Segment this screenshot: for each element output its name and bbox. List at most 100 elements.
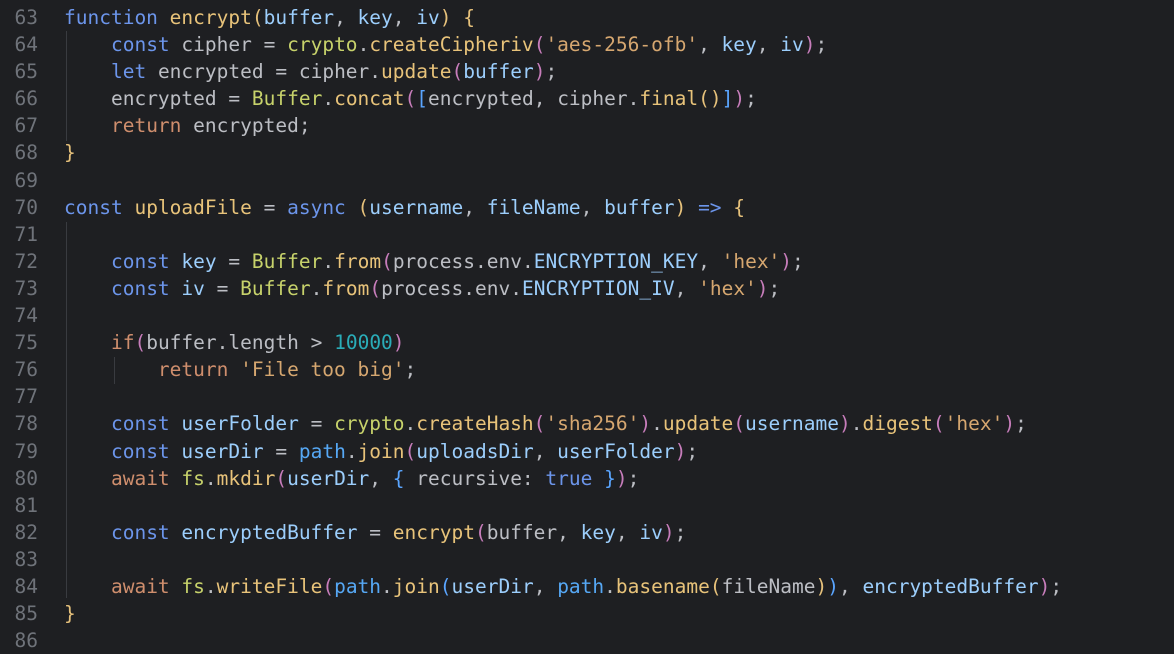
code-token: 'File too big' (240, 358, 405, 382)
code-token: = (298, 412, 335, 436)
code-token: buffer (263, 6, 335, 29)
code-token: , (756, 33, 781, 57)
code-token: Buffer (251, 249, 323, 273)
code-token: iv (416, 6, 440, 29)
code-line[interactable]: 69 (0, 167, 1174, 194)
code-line[interactable]: 66 encrypted = Buffer.concat([encrypted,… (0, 85, 1174, 112)
code-token: = (204, 276, 241, 300)
code-token: iv (181, 276, 205, 300)
code-token: final (639, 87, 699, 111)
code-token: . (475, 249, 487, 273)
code-line[interactable]: 65 let encrypted = cipher.update(buffer)… (0, 58, 1174, 85)
code-text: const uploadFile = async (username, file… (64, 194, 745, 221)
code-line[interactable]: 83 (0, 546, 1174, 573)
code-text: const key = Buffer.from(process.env.ENCR… (64, 248, 804, 275)
code-token: env (486, 249, 522, 273)
code-token: basename (615, 574, 710, 598)
code-token: } (604, 466, 616, 490)
code-token: cipher (557, 87, 628, 111)
code-token: digest (862, 412, 933, 436)
code-line[interactable]: 78 const userFolder = crypto.createHash(… (0, 410, 1174, 437)
code-line[interactable]: 77 (0, 383, 1174, 410)
code-text: } (64, 139, 76, 166)
code-line[interactable]: 79 const userDir = path.join(uploadsDir,… (0, 438, 1174, 465)
code-token: encrypted (428, 87, 534, 111)
code-line[interactable]: 82 const encryptedBuffer = encrypt(buffe… (0, 519, 1174, 546)
indent-guide (66, 222, 67, 598)
code-token: userFolder (557, 439, 675, 463)
line-number: 79 (14, 439, 38, 463)
line-number: 66 (14, 87, 38, 111)
code-line[interactable]: 71 (0, 221, 1174, 248)
code-token: ) (838, 412, 851, 436)
line-number: 83 (14, 547, 38, 571)
code-token: , (463, 195, 487, 219)
code-token (64, 575, 111, 598)
line-number: 78 (14, 412, 38, 436)
code-token: username (745, 412, 839, 436)
code-line[interactable]: 81 (0, 492, 1174, 519)
code-token (686, 196, 698, 219)
code-token: const (110, 412, 182, 436)
code-token: encrypt (392, 520, 475, 544)
code-token (64, 250, 111, 273)
code-text: const userDir = path.join(uploadsDir, us… (64, 438, 698, 465)
code-token: () (698, 87, 722, 111)
code-line[interactable]: 80 await fs.mkdir(userDir, { recursive: … (0, 465, 1174, 492)
code-token: username (369, 195, 464, 219)
code-line[interactable]: 86 (0, 627, 1174, 654)
code-token: encryptedBuffer (181, 520, 358, 544)
code-token: uploadFile (134, 195, 252, 219)
code-token: ( (275, 466, 288, 490)
code-text: const iv = Buffer.from(process.env.ENCRY… (64, 275, 780, 302)
code-token: key (181, 249, 217, 273)
code-token: encrypt (169, 6, 252, 29)
code-line[interactable]: 67 return encrypted; (0, 112, 1174, 139)
code-line[interactable]: 72 const key = Buffer.from(process.env.E… (0, 248, 1174, 275)
code-token: join (392, 574, 440, 598)
code-text: await fs.mkdir(userDir, { recursive: tru… (64, 465, 639, 492)
code-line[interactable]: 84 await fs.writeFile(path.join(userDir,… (0, 573, 1174, 600)
code-token: buffer (146, 331, 217, 355)
code-text: const userFolder = crypto.createHash('sh… (64, 410, 1027, 437)
code-token: key (721, 33, 757, 57)
code-token: path (334, 574, 382, 598)
code-token: ( (357, 195, 370, 219)
code-token: . (357, 33, 370, 57)
code-line[interactable]: 75 if(buffer.length > 10000) (0, 329, 1174, 356)
code-token: . (381, 574, 393, 598)
code-token: , (615, 520, 640, 544)
code-line[interactable]: 74 (0, 302, 1174, 329)
code-token: ) (780, 249, 793, 273)
code-token: . (322, 249, 335, 273)
code-text: return 'File too big'; (64, 356, 416, 383)
code-token: ( (474, 520, 487, 544)
code-token: . (322, 87, 335, 111)
code-token: 'aes-256-ofb' (545, 33, 699, 57)
code-token: ) (1003, 412, 1016, 436)
code-line[interactable]: 85} (0, 600, 1174, 627)
code-token: async (287, 195, 358, 219)
code-token: ) (803, 33, 816, 57)
line-number: 71 (14, 222, 38, 246)
code-token: await (110, 466, 182, 490)
code-token: . (521, 249, 534, 273)
code-token: ) (756, 276, 769, 300)
code-token: = (263, 439, 299, 463)
line-number: 72 (14, 249, 38, 273)
code-token: const (110, 249, 182, 273)
code-token: const (64, 195, 135, 219)
code-token (64, 412, 111, 435)
code-token: ; (674, 520, 687, 544)
code-line[interactable]: 64 const cipher = crypto.createCipheriv(… (0, 31, 1174, 58)
code-line[interactable]: 73 const iv = Buffer.from(process.env.EN… (0, 275, 1174, 302)
code-line[interactable]: 68} (0, 139, 1174, 166)
code-token: ( (439, 574, 452, 598)
code-line[interactable]: 76 return 'File too big'; (0, 356, 1174, 383)
code-token: uploadsDir (416, 439, 534, 463)
code-token: env (475, 276, 511, 300)
code-token: . (627, 87, 640, 111)
